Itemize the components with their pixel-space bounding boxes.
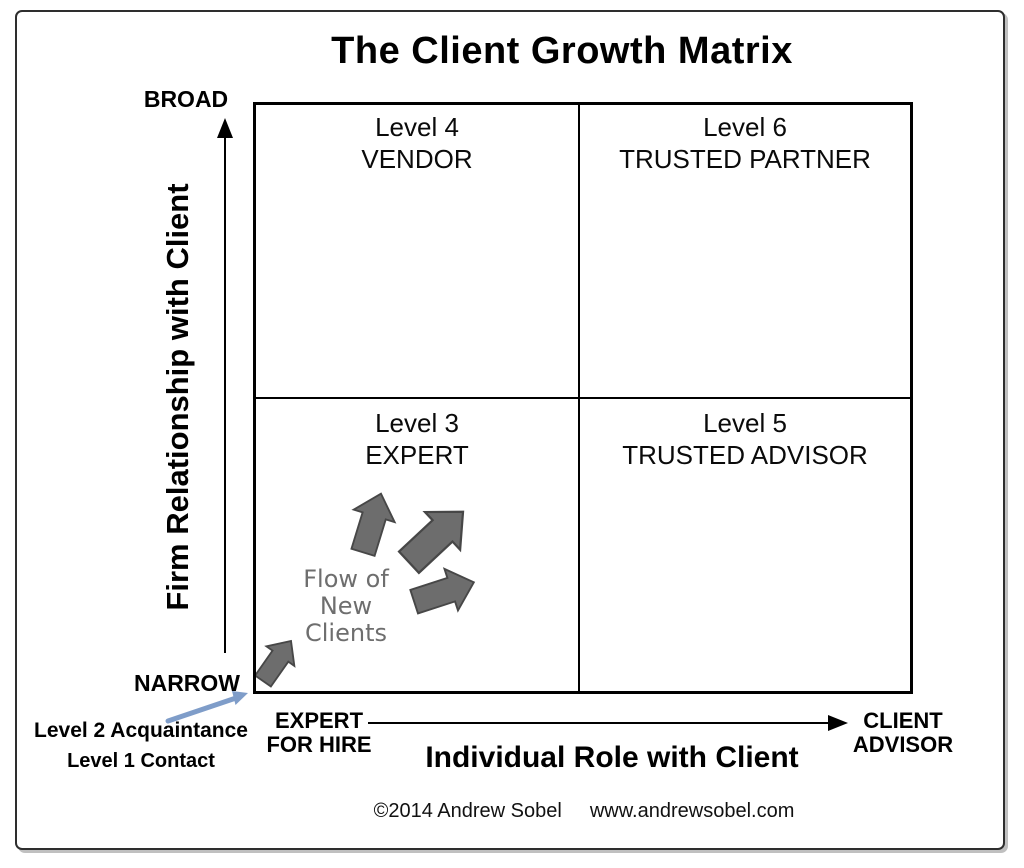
x-axis-left-line2: FOR HIRE	[266, 732, 372, 757]
quadrant-name: TRUSTED ADVISOR	[622, 440, 868, 470]
y-axis-top-label: BROAD	[143, 86, 229, 112]
flow-of-new-clients-label: Flow of New Clients	[283, 566, 409, 647]
quadrant-trusted-partner: Level 6 TRUSTED PARTNER	[580, 111, 910, 175]
page-title: The Client Growth Matrix	[331, 30, 793, 72]
level1-contact-label: Level 1 Contact	[67, 750, 215, 772]
quadrant-name: VENDOR	[361, 144, 473, 174]
quadrant-vendor: Level 4 VENDOR	[256, 111, 578, 175]
y-axis-bottom-label: NARROW	[133, 670, 241, 696]
x-axis-left-label: EXPERT FOR HIRE	[256, 709, 382, 757]
flow-label-line2: New	[319, 592, 373, 620]
copyright-text: ©2014 Andrew Sobel	[373, 800, 562, 822]
x-axis-right-line2: ADVISOR	[852, 732, 954, 757]
quadrant-level: Level 4	[375, 112, 459, 142]
y-axis-title: Firm Relationship with Client	[160, 183, 195, 611]
x-axis-left-line1: EXPERT	[274, 708, 364, 733]
flow-label-line1: Flow of	[303, 565, 389, 593]
flow-label-line3: Clients	[305, 619, 387, 647]
x-axis-title: Individual Role with Client	[425, 741, 799, 774]
matrix-grid: Level 4 VENDOR Level 6 TRUSTED PARTNER L…	[253, 102, 913, 694]
quadrant-level: Level 5	[703, 408, 787, 438]
x-axis-right-line1: CLIENT	[863, 708, 943, 733]
quadrant-level: Level 6	[703, 112, 787, 142]
quadrant-trusted-advisor: Level 5 TRUSTED ADVISOR	[580, 407, 910, 471]
quadrant-name: EXPERT	[365, 440, 469, 470]
matrix-horizontal-divider	[256, 397, 910, 399]
level2-acquaintance-label: Level 2 Acquaintance	[34, 719, 248, 742]
footer: ©2014 Andrew Sobel www.andrewsobel.com	[284, 800, 884, 823]
quadrant-expert: Level 3 EXPERT	[256, 407, 578, 471]
quadrant-level: Level 3	[375, 408, 459, 438]
website-text: www.andrewsobel.com	[589, 800, 795, 822]
quadrant-name: TRUSTED PARTNER	[619, 144, 871, 174]
x-axis-right-label: CLIENT ADVISOR	[844, 709, 962, 757]
